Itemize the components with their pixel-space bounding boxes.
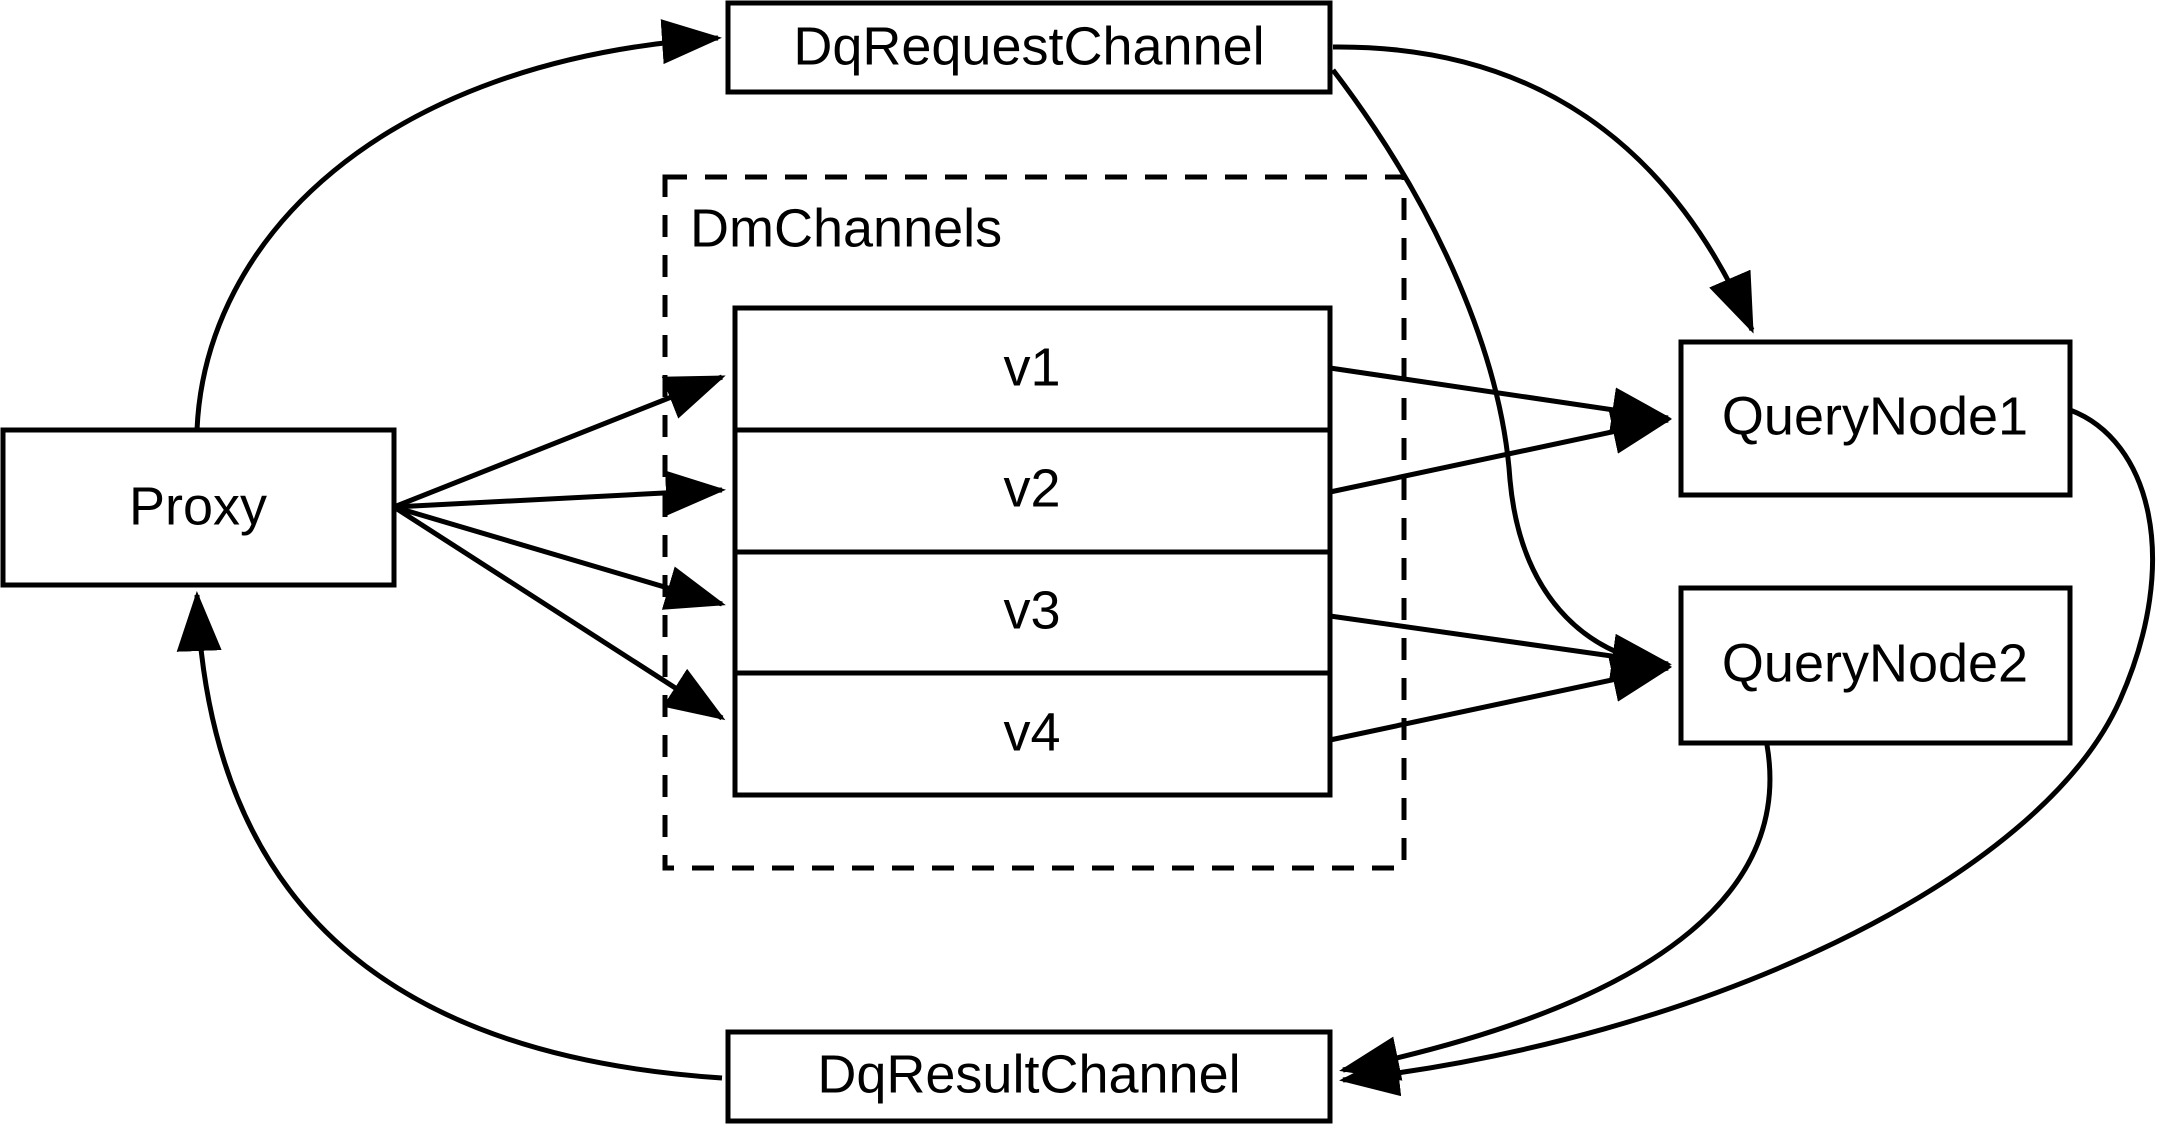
node-dqrequestchannel[interactable] <box>725 0 1333 95</box>
node-proxy-label: Proxy <box>129 476 267 536</box>
dmchannels-group-box <box>662 174 1407 871</box>
edge-proxy-to-v4 <box>392 504 726 721</box>
node-querynode1-label: QueryNode1 <box>1722 386 2028 446</box>
edge-v3-to-querynode2 <box>1329 613 1672 679</box>
edge-proxy-to-v1 <box>393 374 726 510</box>
edge-dqresultchannel-to-proxy <box>176 591 723 1081</box>
edge-v4-to-querynode2 <box>1329 657 1672 743</box>
node-querynode2-label: QueryNode2 <box>1722 633 2028 693</box>
edge-querynode2-to-dqresultchannel <box>1339 744 1773 1081</box>
dmchannels-group-label: DmChannels <box>690 198 1002 258</box>
vchannel-row-v1-label[interactable]: v1 <box>1003 337 1060 397</box>
vchannel-row-v4-label[interactable]: v4 <box>1003 702 1060 762</box>
vchannel-row-v3-label[interactable]: v3 <box>1003 580 1060 640</box>
vchannel-row-v2-label[interactable]: v2 <box>1003 458 1060 518</box>
node-dqresultchannel[interactable] <box>725 1029 1333 1124</box>
edge-querynode1-to-dqresultchannel <box>1339 407 2156 1097</box>
node-dqresultchannel-label: DqResultChannel <box>817 1044 1240 1104</box>
node-querynode1[interactable] <box>1678 339 2073 498</box>
edge-dqrequestchannel-to-querynode1 <box>1332 44 1755 334</box>
edge-proxy-to-dqrequestchannel <box>194 19 722 431</box>
edge-v2-to-querynode1 <box>1329 409 1672 495</box>
node-proxy[interactable] <box>0 427 397 588</box>
node-dqrequestchannel-label: DqRequestChannel <box>793 16 1264 76</box>
edge-dqrequestchannel-to-querynode2 <box>1331 68 1672 682</box>
node-querynode2[interactable] <box>1678 585 2073 746</box>
edge-proxy-to-v2 <box>393 470 726 516</box>
edge-proxy-to-v3 <box>393 504 726 610</box>
